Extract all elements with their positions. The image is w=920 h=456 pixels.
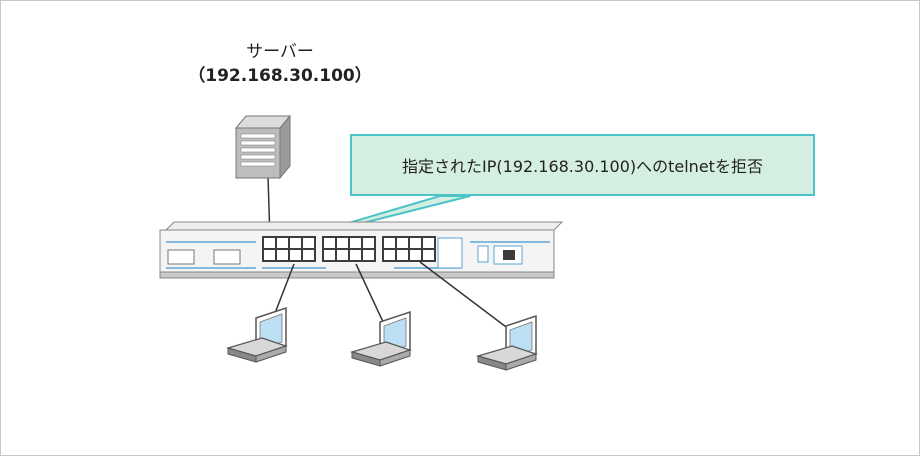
server-label: サーバー （192.168.30.100）	[150, 40, 410, 88]
laptop-icon	[475, 314, 538, 371]
laptop-cable-3	[419, 261, 511, 331]
server-ip: （192.168.30.100）	[188, 66, 372, 86]
callout-box: 指定されたIP(192.168.30.100)へのtelnetを拒否	[350, 134, 815, 196]
switch-icon	[159, 221, 564, 279]
server-name: サーバー	[246, 42, 314, 62]
callout-text: 指定されたIP(192.168.30.100)へのtelnetを拒否	[402, 157, 763, 176]
laptop-icon	[349, 310, 412, 367]
laptop-cable-2	[355, 263, 386, 327]
server-icon	[234, 114, 292, 180]
laptop-icon	[225, 306, 288, 363]
